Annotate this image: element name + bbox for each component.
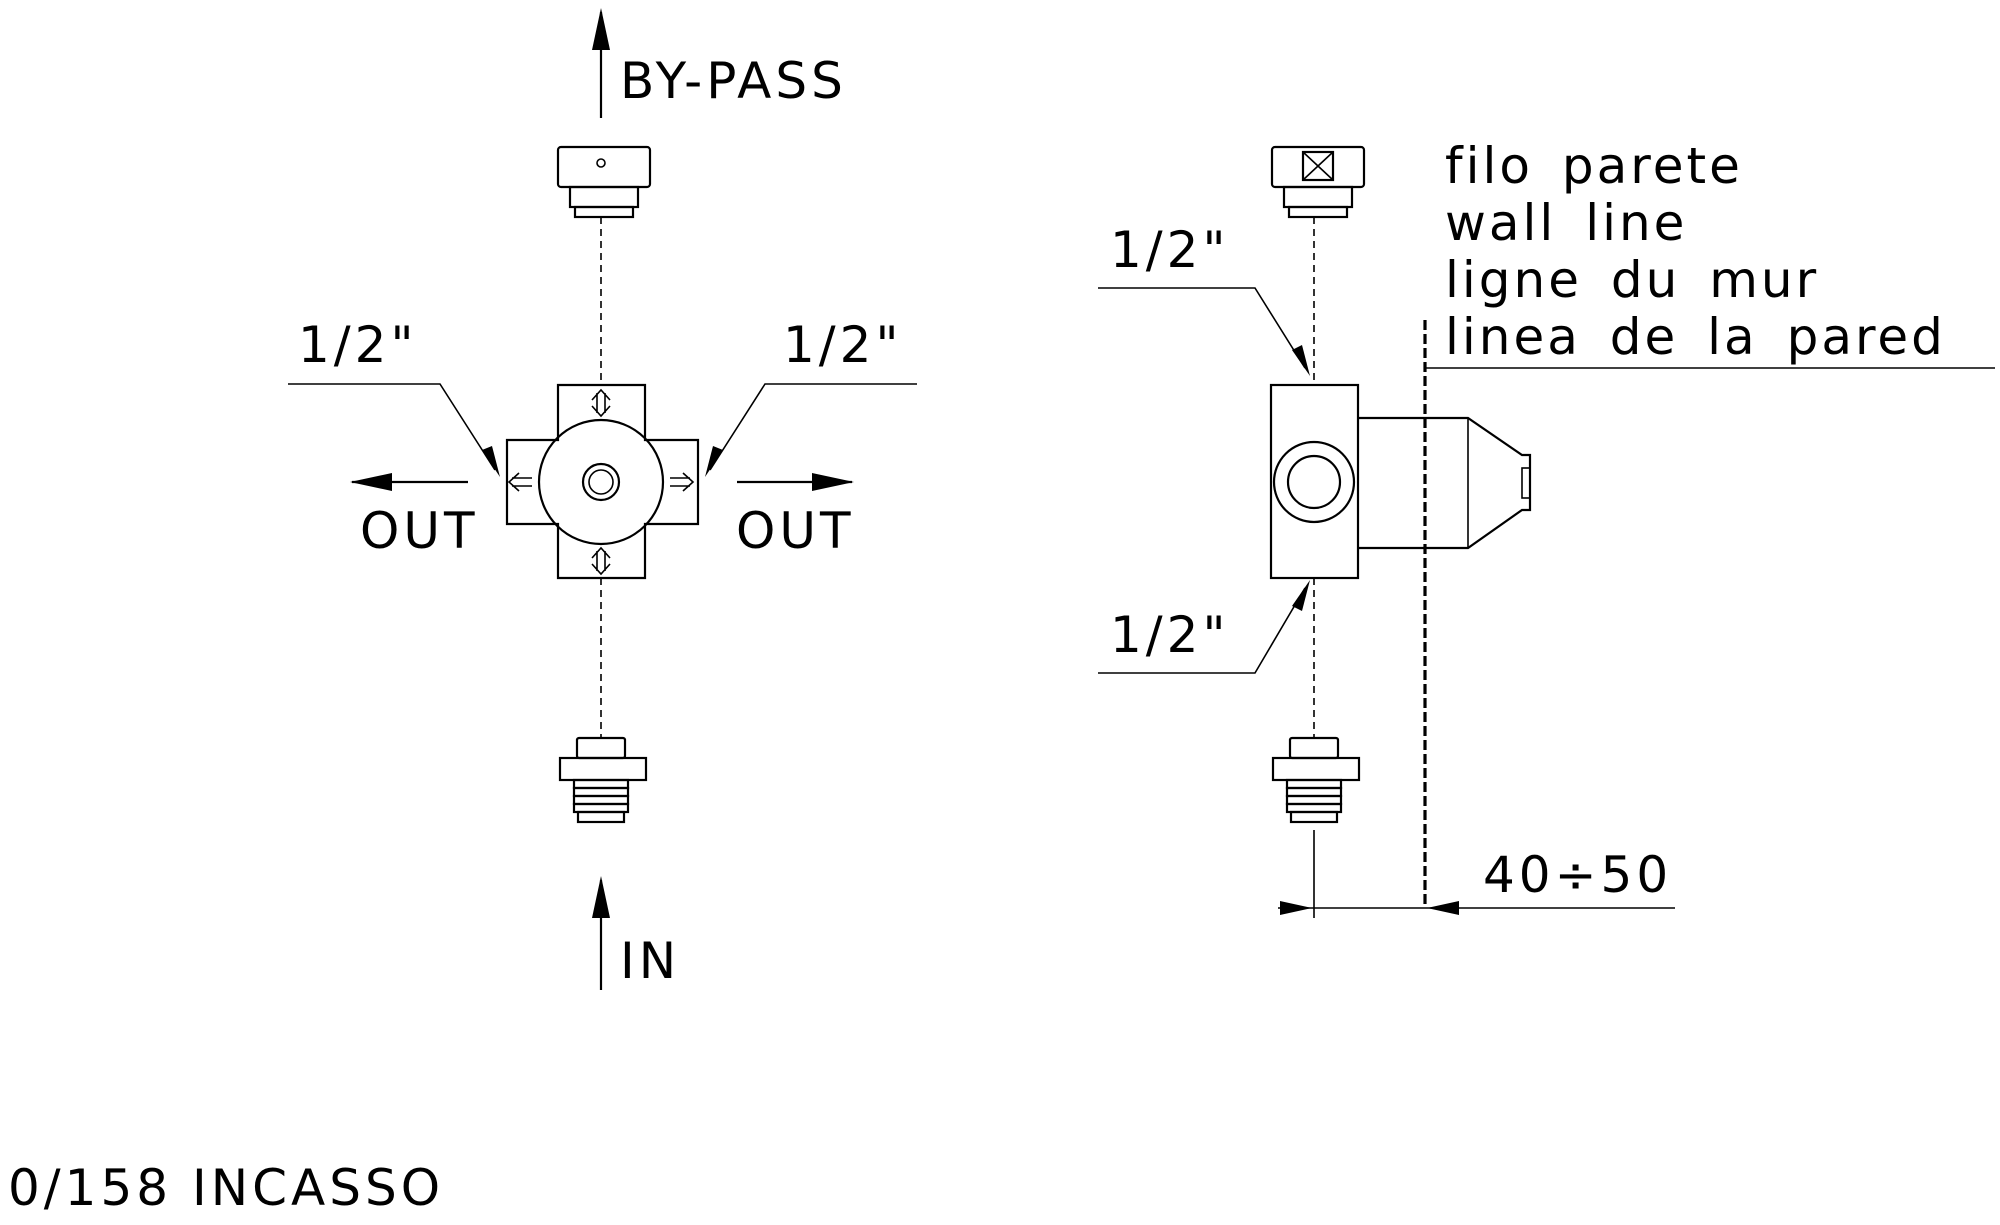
dimension-line — [1278, 830, 1675, 918]
side-view: filo parete wall line ligne du mur linea… — [1098, 137, 1995, 918]
out-left-arrow — [350, 473, 468, 491]
wall-label-fr: ligne du mur — [1445, 251, 1819, 309]
out-right-arrow — [737, 473, 854, 491]
front-view: BY-PASS — [288, 8, 917, 990]
side-housing — [1358, 416, 1532, 550]
top-fitting — [556, 145, 652, 219]
side-top-fitting — [1270, 145, 1366, 219]
flow-arrow-bottom-icon — [591, 546, 611, 576]
in-label: IN — [620, 932, 680, 990]
size-label-top-right: 1/2" — [783, 316, 902, 374]
center-ring-outer — [581, 462, 621, 502]
side-bottom-fitting — [1271, 736, 1361, 824]
out-right-label: OUT — [736, 502, 855, 560]
bypass-label: BY-PASS — [620, 52, 847, 110]
size-leader-left — [288, 383, 500, 477]
side-body — [1269, 383, 1360, 580]
bottom-fitting — [558, 736, 648, 824]
wall-label-es: linea de la pared — [1445, 308, 1946, 366]
wall-label-en: wall line — [1445, 194, 1687, 252]
in-arrow — [592, 876, 610, 990]
flow-arrow-top-icon — [591, 388, 611, 418]
size-leader-right — [705, 383, 917, 477]
drawing-title: 0/158 INCASSO — [8, 1159, 444, 1217]
out-left-label: OUT — [360, 502, 479, 560]
size-label-side-bottom: 1/2" — [1110, 606, 1229, 664]
side-port-inner — [1286, 454, 1342, 510]
dimension-label: 40÷50 — [1483, 846, 1672, 904]
size-label-side-top: 1/2" — [1110, 221, 1229, 279]
cross-body — [505, 383, 700, 580]
flow-arrow-left-icon — [507, 472, 532, 492]
side-size-leader-bottom — [1098, 580, 1310, 674]
bypass-arrow — [592, 8, 610, 118]
center-ring-inner — [588, 469, 614, 495]
side-port-outer — [1272, 440, 1356, 524]
flow-arrow-right-icon — [670, 472, 695, 492]
wall-label-it: filo parete — [1445, 137, 1743, 195]
size-label-top-left: 1/2" — [298, 316, 417, 374]
body-circle — [537, 418, 665, 546]
side-size-leader-top — [1098, 287, 1310, 376]
